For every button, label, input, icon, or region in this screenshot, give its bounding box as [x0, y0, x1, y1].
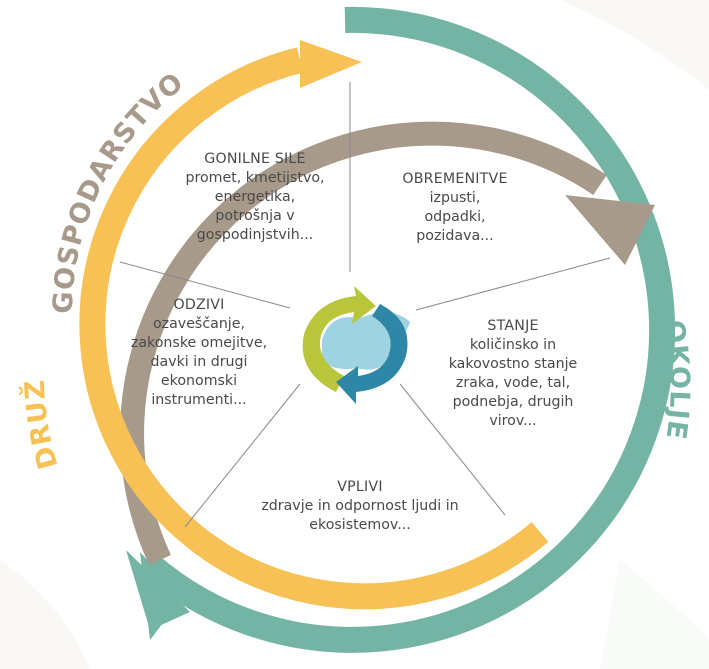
center-yellow-arrow [302, 286, 376, 392]
segment-vplivi-title: VPLIVI [337, 479, 383, 495]
center-blue-arrow [336, 304, 408, 404]
segment-odzivi: ODZIVI ozaveščanje, zakonske omejitve, d… [118, 296, 280, 410]
society-ring [79, 47, 549, 610]
center-cycle-emblem [302, 286, 410, 404]
segment-vplivi-text: zdravje in odpornost ljudi in ekosistemo… [261, 498, 459, 533]
segment-stanje-text: količinsko in kakovostno stanje zraka, v… [448, 337, 578, 429]
ring-label-society: DRUŽBA [0, 0, 65, 472]
segment-vplivi: VPLIVI zdravje in odpornost ljudi in eko… [235, 478, 485, 535]
environment-arrowhead-tip [140, 552, 182, 640]
society-arrowhead [300, 40, 362, 88]
economy-arrowhead [565, 195, 655, 265]
segment-gonilne-sile-title: GONILNE SILE [204, 151, 306, 167]
segment-gonilne-sile-text: promet, kmetijstvo, energetika, potrošnj… [185, 170, 325, 243]
segment-dividers [119, 82, 611, 528]
segment-stanje-title: STANJE [487, 318, 539, 334]
segment-stanje: STANJE količinsko in kakovostno stanje z… [428, 317, 598, 431]
segment-gonilne-sile: GONILNE SILE promet, kmetijstvo, energet… [170, 150, 340, 245]
environment-ring [141, 6, 676, 653]
segment-odzivi-text: ozaveščanje, zakonske omejitve, davki in… [130, 316, 268, 408]
segment-obremenitve: OBREMENITVE izpusti, odpadki, pozidava..… [385, 170, 525, 246]
segment-obremenitve-title: OBREMENITVE [402, 171, 508, 187]
segment-odzivi-title: ODZIVI [173, 297, 225, 313]
segment-obremenitve-text: izpusti, odpadki, pozidava... [416, 190, 494, 244]
